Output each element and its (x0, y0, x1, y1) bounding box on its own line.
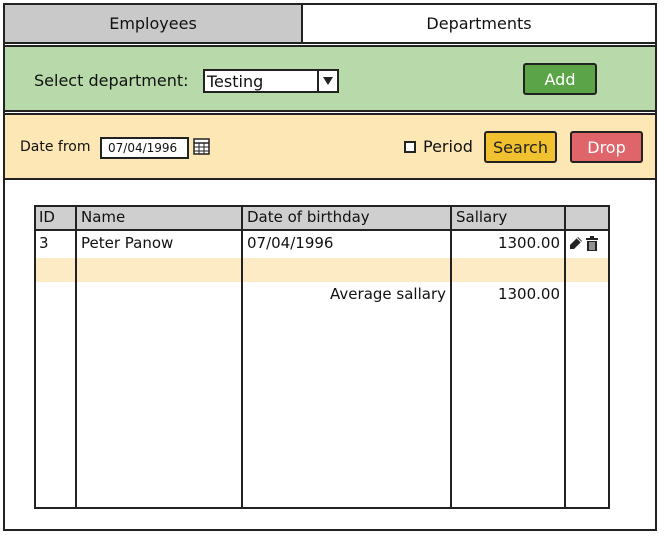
header-id: ID (39, 208, 55, 226)
department-select[interactable]: Testing (203, 69, 339, 93)
header-sallary: Sallary (456, 208, 508, 226)
trash-icon[interactable] (585, 236, 599, 251)
table-header: ID Name Date of birthday Sallary (36, 207, 608, 231)
highlighted-row (36, 258, 608, 282)
add-button[interactable]: Add (523, 63, 597, 95)
period-checkbox[interactable] (404, 141, 416, 153)
tab-departments[interactable]: Departments (301, 3, 657, 44)
average-salary-value: 1300.00 (497, 285, 560, 303)
dropdown-arrow-icon[interactable] (317, 71, 337, 91)
header-name: Name (81, 208, 126, 226)
department-panel: Select department: Testing Add (3, 45, 657, 112)
column-divider (564, 207, 566, 507)
department-select-value: Testing (207, 72, 264, 91)
tab-employees[interactable]: Employees (3, 3, 303, 44)
date-from-label: Date from (20, 139, 91, 155)
tab-bar: Employees Departments (3, 3, 657, 44)
column-divider (241, 207, 243, 507)
edit-icon[interactable] (569, 236, 583, 250)
column-divider (450, 207, 452, 507)
header-date-of-birthday: Date of birthday (247, 208, 370, 226)
drop-button[interactable]: Drop (570, 131, 643, 163)
select-department-label: Select department: (34, 71, 189, 90)
date-from-input[interactable]: 07/04/1996 (100, 137, 189, 159)
cell-id: 3 (39, 234, 49, 252)
calendar-icon[interactable] (193, 137, 210, 155)
search-button[interactable]: Search (484, 131, 557, 163)
search-panel: Date from 07/04/1996 Period Search Drop (3, 113, 657, 180)
row-actions (569, 236, 599, 251)
average-salary-label: Average sallary (330, 285, 446, 303)
column-divider (75, 207, 77, 507)
cell-dob: 07/04/1996 (247, 234, 334, 252)
employees-table: ID Name Date of birthday Sallary 3 Peter… (34, 205, 610, 509)
period-label: Period (423, 137, 473, 156)
cell-salary: 1300.00 (497, 234, 560, 252)
cell-name: Peter Panow (81, 234, 174, 252)
